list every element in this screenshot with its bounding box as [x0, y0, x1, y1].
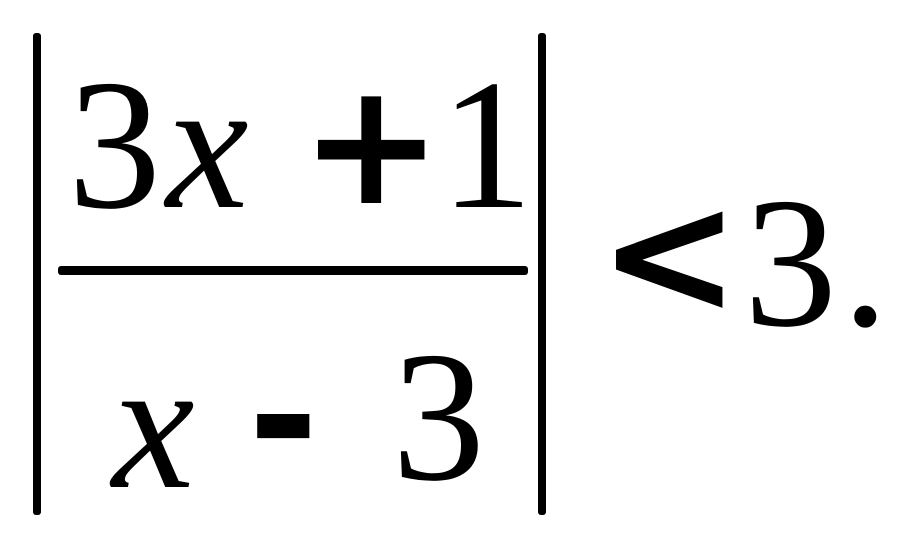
numerator-plus-operator: +: [300, 46, 443, 244]
less-than-operator: <: [598, 156, 741, 354]
denominator-constant: 3: [392, 314, 485, 520]
fraction-bar: [58, 266, 528, 275]
numerator-constant: 1: [440, 42, 533, 248]
denominator-minus-operator: -: [248, 318, 319, 516]
absolute-value-bar-left: [33, 33, 41, 515]
absolute-value-bar-right: [538, 33, 546, 515]
numerator-coefficient: 3: [68, 42, 161, 248]
terminating-period: .: [842, 160, 889, 366]
numerator-variable: x: [166, 42, 249, 248]
denominator-variable: x: [112, 322, 195, 528]
right-side-value: 3: [744, 160, 837, 366]
